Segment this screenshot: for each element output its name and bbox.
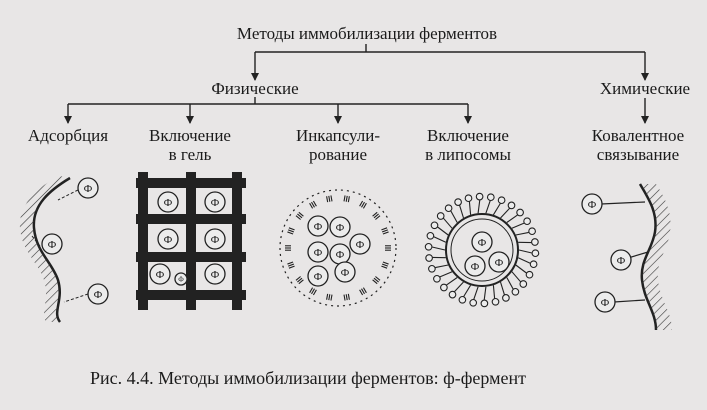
method-label-line1: Инкапсули- bbox=[295, 126, 381, 145]
capsule-wall-mark bbox=[287, 227, 295, 235]
lipid-molecule bbox=[454, 198, 465, 219]
lipid-molecule bbox=[444, 204, 458, 223]
lipid-molecule bbox=[506, 277, 520, 296]
enzyme-symbol: Ф bbox=[211, 269, 220, 281]
method-label-line1: Адсорбция bbox=[27, 126, 109, 145]
lipid-molecule bbox=[500, 201, 516, 219]
enzyme-symbol: Ф bbox=[94, 289, 103, 301]
lipid-molecule bbox=[492, 196, 506, 216]
method-label-line2: рование bbox=[308, 145, 368, 164]
capsule-wall-mark bbox=[285, 245, 291, 251]
method-label-line2: связывание bbox=[596, 145, 680, 164]
method-encapsulation-label: Инкапсули- рование bbox=[280, 126, 396, 164]
enzyme-symbol: Ф bbox=[314, 221, 323, 233]
capsule-wall-mark bbox=[343, 195, 350, 203]
capsule-wall-mark bbox=[309, 200, 317, 209]
lipid-molecule bbox=[518, 249, 540, 258]
capsule-wall-mark bbox=[343, 293, 350, 301]
lipid-molecule bbox=[428, 264, 449, 273]
encapsulation-illustration bbox=[279, 189, 397, 307]
gel-illustration bbox=[136, 172, 246, 310]
lipid-molecule bbox=[475, 192, 484, 214]
lipid-molecule bbox=[469, 286, 479, 307]
method-label-line2: в гель bbox=[168, 145, 212, 164]
method-adsorption-label: Адсорбция bbox=[10, 126, 126, 145]
covalent-illustration bbox=[581, 183, 672, 331]
enzyme-symbol: Ф bbox=[336, 249, 345, 261]
method-covalent-label: Ковалентное связывание bbox=[576, 126, 700, 164]
lipid-molecule bbox=[458, 284, 472, 304]
lipid-molecule bbox=[518, 238, 539, 246]
enzyme-symbol: Ф bbox=[314, 271, 323, 283]
enzyme-symbol: Ф bbox=[601, 297, 610, 309]
enzyme-symbol: Ф bbox=[471, 261, 480, 273]
liposome-illustration bbox=[424, 192, 540, 308]
enzyme-symbol: Ф bbox=[588, 199, 597, 211]
lipid-molecule bbox=[511, 217, 531, 229]
enzyme-symbol: Ф bbox=[211, 197, 220, 209]
capsule-wall-mark bbox=[326, 293, 333, 301]
lipid-molecule bbox=[515, 227, 536, 236]
lipid-molecule bbox=[499, 281, 510, 302]
lipid-molecule bbox=[426, 231, 447, 243]
capsule-wall-mark bbox=[295, 276, 304, 285]
enzyme-symbol: Ф bbox=[164, 234, 173, 246]
method-label-line1: Включение bbox=[427, 126, 509, 145]
lipid-molecule bbox=[464, 194, 473, 215]
method-liposome-label: Включение в липосомы bbox=[410, 126, 526, 164]
lipid-molecule bbox=[433, 271, 453, 283]
group-chemical-label: Химические bbox=[599, 79, 691, 98]
enzyme-symbol: Ф bbox=[495, 257, 504, 269]
lipid-molecule bbox=[436, 212, 453, 229]
enzyme-symbol: Ф bbox=[48, 239, 57, 251]
adsorption-illustration bbox=[19, 176, 109, 323]
method-label-line2: в липосомы bbox=[425, 145, 511, 164]
capsule-wall-mark bbox=[326, 195, 333, 203]
enzyme-symbol: Ф bbox=[617, 255, 626, 267]
lipid-molecule bbox=[425, 254, 446, 262]
capsule-wall-mark bbox=[381, 261, 389, 269]
lipid-molecule bbox=[517, 257, 538, 269]
enzyme-symbol: Ф bbox=[336, 222, 345, 234]
enzyme-symbol: Ф bbox=[314, 247, 323, 259]
capsule-wall-mark bbox=[385, 245, 391, 251]
figure-caption: Рис. 4.4. Методы иммобилизации ферментов… bbox=[90, 368, 527, 388]
lipid-molecule bbox=[480, 286, 489, 308]
enzyme-symbol: Ф bbox=[356, 239, 365, 251]
capsule-wall-mark bbox=[372, 276, 381, 285]
enzyme-symbol: Ф bbox=[478, 237, 487, 249]
lipid-molecule bbox=[424, 242, 446, 251]
lipid-molecule bbox=[485, 193, 495, 214]
lipid-molecule bbox=[440, 277, 458, 292]
lipid-molecule bbox=[491, 285, 500, 306]
enzyme-symbol: Ф bbox=[84, 183, 93, 195]
lipid-molecule bbox=[506, 208, 524, 223]
group-physical-label: Физические bbox=[211, 79, 299, 98]
enzyme-symbol: Ф bbox=[211, 234, 220, 246]
enzyme-symbol: Ф bbox=[341, 267, 350, 279]
method-label-line1: Включение bbox=[149, 126, 231, 145]
capsule-wall-mark bbox=[287, 261, 295, 269]
capsule-wall-mark bbox=[309, 287, 317, 296]
lipid-molecule bbox=[448, 281, 464, 299]
method-gel-label: Включение в гель bbox=[132, 126, 248, 164]
method-label-line1: Ковалентное bbox=[591, 126, 685, 145]
capsule-wall-mark bbox=[359, 287, 367, 296]
capsule-wall-mark bbox=[295, 211, 304, 220]
lipid-molecule bbox=[430, 221, 449, 236]
enzyme-symbol: Ф bbox=[178, 276, 184, 284]
lipid-molecule bbox=[511, 271, 528, 288]
capsule-wall-mark bbox=[372, 211, 381, 220]
lipid-molecule bbox=[515, 264, 534, 279]
capsule-wall-mark bbox=[359, 200, 367, 209]
enzyme-symbol: Ф bbox=[164, 197, 173, 209]
capsule-wall-mark bbox=[381, 227, 389, 235]
diagram-title: Методы иммобилизации ферментов bbox=[236, 24, 498, 43]
enzyme-symbol: Ф bbox=[156, 269, 165, 281]
